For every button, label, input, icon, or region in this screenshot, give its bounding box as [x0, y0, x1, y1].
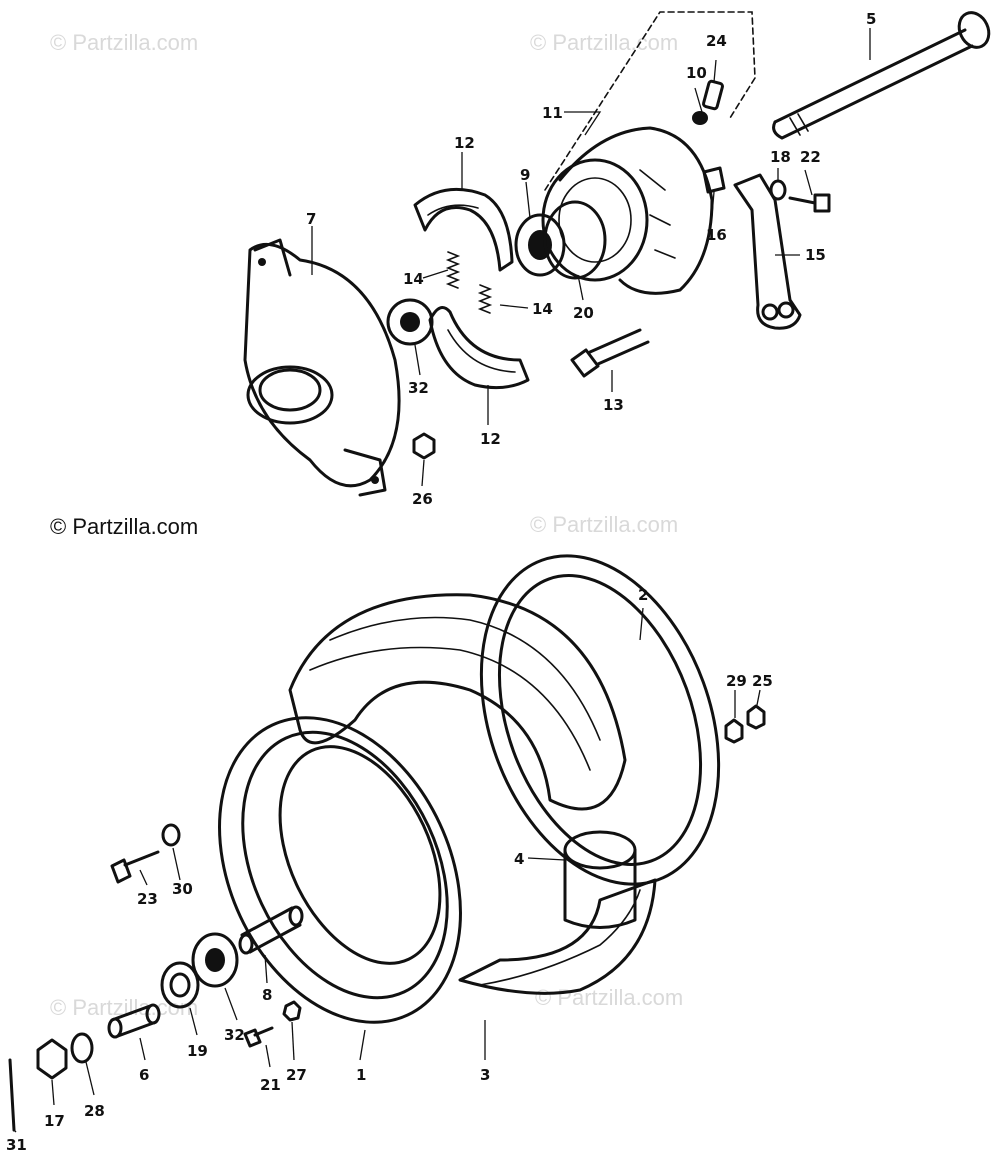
part-bolt-13 — [570, 328, 650, 378]
callout-24: 24 — [706, 32, 727, 50]
callout-12-top: 12 — [454, 134, 475, 152]
bracket-outline — [544, 11, 756, 191]
part-bolt-10 — [692, 79, 724, 125]
part-seal-19 — [160, 961, 200, 1009]
part-axle — [772, 11, 991, 140]
part-spacer-8 — [238, 905, 304, 955]
watermarks: © Partzilla.com © Partzilla.com © Partzi… — [50, 30, 683, 1020]
callout-13: 13 — [603, 396, 624, 414]
callout-28: 28 — [84, 1102, 105, 1120]
callout-9: 9 — [520, 166, 530, 184]
part-bolt-22 — [788, 193, 831, 213]
part-bearing-lower — [191, 932, 239, 988]
callout-16: 16 — [706, 226, 727, 244]
callout-29: 29 — [726, 672, 747, 690]
part-nut-27 — [282, 1000, 302, 1022]
part-washer-30 — [161, 823, 181, 847]
callout-32-top: 32 — [408, 379, 429, 397]
part-collar — [702, 166, 726, 194]
callout-21: 21 — [260, 1076, 281, 1094]
watermark-dark: © Partzilla.com — [50, 514, 198, 539]
part-tire — [288, 593, 657, 995]
callout-14-right: 14 — [532, 300, 553, 318]
callout-30: 30 — [172, 880, 193, 898]
callout-19: 19 — [187, 1042, 208, 1060]
callout-23: 23 — [137, 890, 158, 908]
watermark: © Partzilla.com — [535, 985, 683, 1010]
callout-20: 20 — [573, 304, 594, 322]
callout-4: 4 — [514, 850, 524, 868]
part-washer-28 — [70, 1032, 94, 1064]
part-hub — [243, 238, 401, 497]
part-nut-17 — [36, 1038, 68, 1080]
part-seal — [514, 200, 607, 280]
callout-10: 10 — [686, 64, 707, 82]
callout-2: 2 — [638, 586, 648, 604]
callout-26: 26 — [412, 490, 433, 508]
callout-7: 7 — [306, 210, 316, 228]
callout-14-left: 14 — [403, 270, 424, 288]
part-brake-shoe-lower — [428, 306, 530, 390]
callout-5: 5 — [866, 10, 876, 28]
watermark: © Partzilla.com — [50, 30, 198, 55]
part-brake-panel — [541, 126, 714, 295]
callouts: 7 5 24 10 11 12 9 18 22 16 15 14 14 20 3… — [6, 10, 876, 1154]
part-nut-29 — [724, 718, 744, 744]
part-torque-arm — [733, 173, 802, 330]
part-rim-tape — [563, 830, 637, 929]
callout-6: 6 — [139, 1066, 149, 1084]
callout-18: 18 — [770, 148, 791, 166]
part-springs — [445, 251, 493, 314]
part-bearing-upper — [386, 298, 434, 346]
callout-25: 25 — [752, 672, 773, 690]
part-rim-front — [218, 716, 462, 1024]
part-bolt-21 — [243, 1026, 274, 1048]
callout-11: 11 — [542, 104, 563, 122]
part-nut-26 — [412, 432, 436, 460]
part-nut-25 — [746, 704, 766, 730]
callout-12-bottom: 12 — [480, 430, 501, 448]
callout-32-bottom: 32 — [224, 1026, 245, 1044]
part-cotter-pin — [8, 1058, 16, 1132]
leader-lines — [13, 28, 871, 1133]
callout-3: 3 — [480, 1066, 490, 1084]
part-brake-shoe-upper — [413, 187, 514, 272]
watermark: © Partzilla.com — [530, 30, 678, 55]
callout-22: 22 — [800, 148, 821, 166]
callout-1: 1 — [356, 1066, 366, 1084]
callout-27: 27 — [286, 1066, 307, 1084]
callout-15: 15 — [805, 246, 826, 264]
watermark: © Partzilla.com — [530, 512, 678, 537]
part-collar-6 — [107, 1003, 161, 1039]
callout-8: 8 — [262, 986, 272, 1004]
part-rim-back — [479, 554, 721, 886]
callout-17: 17 — [44, 1112, 65, 1130]
part-bolt-23 — [110, 850, 160, 884]
callout-31: 31 — [6, 1136, 27, 1154]
